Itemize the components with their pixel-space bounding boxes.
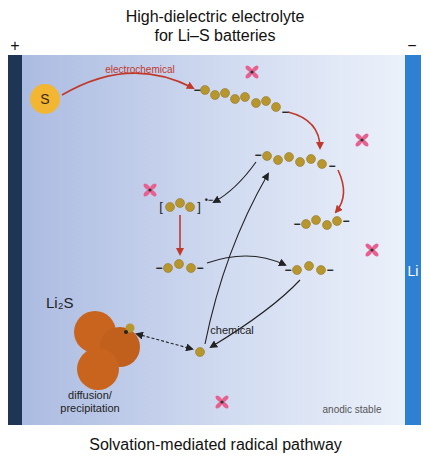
note-text: anodic stable — [323, 404, 382, 416]
charge-sign: − — [326, 263, 333, 277]
li2s-cluster: Li₂S — [40, 292, 150, 397]
lithium-ion — [214, 394, 229, 409]
polysulfide-chains — [164, 86, 342, 357]
black-arrow — [211, 280, 300, 347]
title-text: High-dielectric electrolyte for Li–S bat… — [120, 7, 310, 45]
dashed-arrow — [137, 334, 192, 349]
node-text: Li — [405, 263, 421, 279]
process-label: electrochemical — [105, 64, 174, 76]
node-text: Li₂S — [46, 294, 74, 311]
charge-sign: − — [342, 214, 349, 228]
electrode-sign: + — [10, 37, 19, 55]
bracket: [ — [159, 199, 163, 214]
li2s-particle — [77, 348, 119, 390]
electrode-sign: − — [407, 37, 416, 55]
charge-sign: − — [293, 217, 300, 231]
lithium-anode: Li — [405, 55, 421, 425]
red-arrow — [336, 170, 344, 212]
charge-sign: − — [284, 263, 291, 277]
charge-sign: − — [328, 159, 335, 173]
lithium-ion — [142, 182, 157, 197]
sulfur-circle: S — [30, 84, 60, 114]
radical-charge: •− — [205, 195, 213, 205]
process-label: chemical — [210, 324, 253, 337]
red-arrow — [288, 112, 320, 148]
process-label: diffusion/ precipitation — [50, 389, 130, 415]
node-text: S — [40, 91, 49, 107]
red-arrow — [179, 215, 181, 254]
cathode-bar — [8, 55, 22, 425]
charge-sign: − — [281, 105, 288, 119]
adsorption-site — [124, 330, 128, 334]
black-arrow — [205, 174, 268, 344]
lithium-ion — [354, 132, 369, 147]
red-arrow — [62, 73, 193, 95]
electrolyte-panel — [10, 55, 421, 425]
lithium-ion — [364, 242, 379, 257]
black-arrow — [214, 162, 256, 202]
lithium-ion — [244, 64, 259, 79]
charge-sign: − — [254, 148, 261, 162]
black-arrow — [207, 256, 285, 265]
bracket: ] — [197, 199, 201, 214]
charge-sign: − — [193, 83, 200, 97]
charge-sign: − — [196, 261, 203, 275]
caption-text: Solvation-mediated radical pathway — [0, 435, 431, 454]
charge-sign: − — [155, 261, 162, 275]
